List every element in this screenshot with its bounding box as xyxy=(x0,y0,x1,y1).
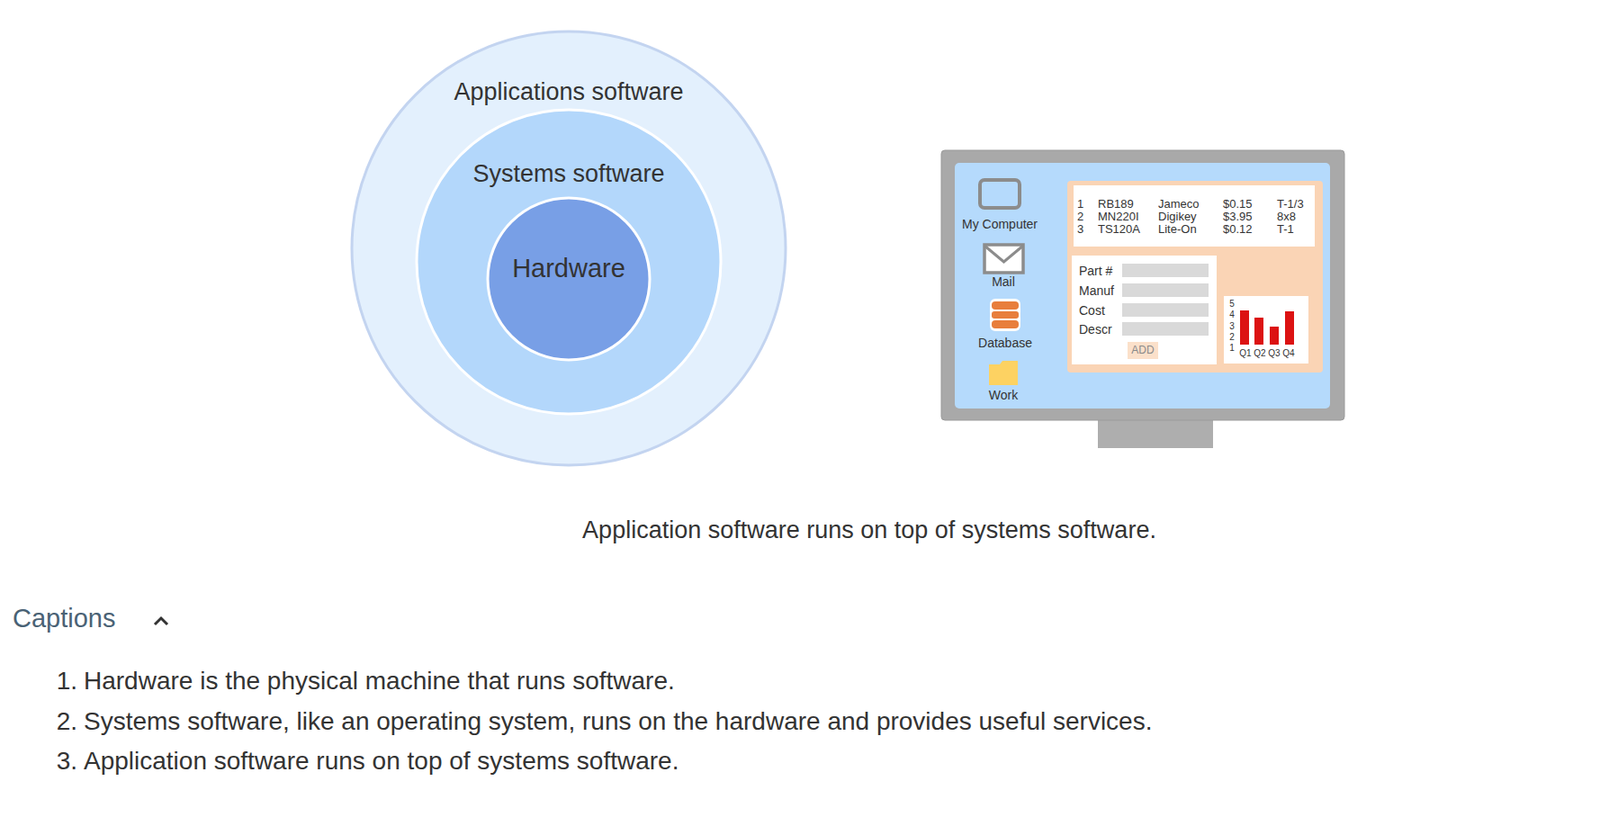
monitor-screen xyxy=(954,162,1331,409)
parts-table xyxy=(1073,185,1315,247)
table-cell: $0.15 xyxy=(1222,197,1253,212)
axis-tick: 3 xyxy=(1229,321,1235,333)
list-item: Systems software, like an operating syst… xyxy=(83,707,1152,737)
table-cell: MN220I xyxy=(1097,210,1140,225)
axis-tick: 4 xyxy=(1229,309,1235,321)
chevron-icon xyxy=(154,618,168,625)
database-icon-bg xyxy=(989,298,1021,332)
layer-circle: Hardware xyxy=(485,196,652,362)
monitor-frame xyxy=(941,150,1345,421)
form-label: Cost xyxy=(1078,303,1106,318)
chart-bar xyxy=(1269,326,1279,345)
list-item: Application software runs on top of syst… xyxy=(83,746,679,776)
list-number: 3. xyxy=(56,746,78,776)
axis-tick: Q3 xyxy=(1267,348,1280,360)
table-cell: $3.95 xyxy=(1222,210,1253,225)
computer-icon xyxy=(979,179,1020,208)
axis-tick: Q4 xyxy=(1282,348,1295,360)
chart-bar xyxy=(1285,311,1295,345)
layer-label: Systems software xyxy=(414,160,723,189)
layer-circle: Systems softwareHardware xyxy=(414,107,723,416)
mail-icon-flap xyxy=(984,245,1024,262)
table-cell: TS120A xyxy=(1097,223,1141,237)
form-field xyxy=(1122,283,1209,297)
folder-icon xyxy=(988,360,1018,386)
table-cell: 8x8 xyxy=(1276,210,1296,225)
axis-tick: 2 xyxy=(1229,332,1235,343)
table-cell: Digikey xyxy=(1158,210,1197,225)
table-cell: T-1/3 xyxy=(1276,197,1304,212)
table-cell: 1 xyxy=(1077,197,1084,212)
layer-circle: Applications softwareSystems softwareHar… xyxy=(350,29,788,468)
form-field xyxy=(1122,322,1209,336)
chart-bar xyxy=(1240,310,1250,345)
database-icon xyxy=(991,311,1019,319)
monitor-stand xyxy=(1097,418,1214,449)
entry-form xyxy=(1071,255,1217,365)
mail-icon xyxy=(984,244,1024,273)
database-icon xyxy=(991,301,1019,310)
icon-label: Work xyxy=(988,387,1018,403)
app-window xyxy=(1067,180,1323,373)
table-cell: 3 xyxy=(1077,223,1084,237)
table-cell: 2 xyxy=(1077,210,1084,225)
layer-label: Applications software xyxy=(350,78,788,107)
layer-label: Hardware xyxy=(485,253,652,284)
form-label: Manuf xyxy=(1078,283,1115,298)
figure-caption: Application software runs on top of syst… xyxy=(582,516,1157,545)
list-item: Hardware is the physical machine that ru… xyxy=(83,666,675,696)
form-field xyxy=(1122,303,1209,317)
chart-bar xyxy=(1254,317,1264,345)
icon-label: My Computer xyxy=(961,216,1038,232)
axis-tick: 1 xyxy=(1229,342,1235,354)
axis-tick: Q2 xyxy=(1253,348,1266,360)
axis-tick: 5 xyxy=(1229,298,1235,310)
table-cell: $0.12 xyxy=(1222,223,1253,237)
button-label: ADD xyxy=(1131,344,1154,358)
form-label: Descr xyxy=(1078,322,1113,337)
icon-label: Database xyxy=(978,335,1033,351)
bar-chart xyxy=(1223,296,1309,364)
icon-label: Mail xyxy=(991,274,1016,289)
section-heading: Captions xyxy=(12,603,116,634)
list-number: 2. xyxy=(56,707,78,737)
table-cell: RB189 xyxy=(1097,197,1134,212)
add-button xyxy=(1127,341,1159,360)
table-cell: Lite-On xyxy=(1158,223,1197,237)
circle-shape xyxy=(416,109,721,414)
form-field xyxy=(1122,263,1209,278)
table-cell: T-1 xyxy=(1276,223,1295,237)
axis-tick: Q1 xyxy=(1239,348,1251,360)
list-number: 1. xyxy=(56,666,78,696)
database-icon xyxy=(991,320,1019,329)
table-cell: Jameco xyxy=(1158,197,1200,212)
form-label: Part # xyxy=(1078,263,1113,279)
